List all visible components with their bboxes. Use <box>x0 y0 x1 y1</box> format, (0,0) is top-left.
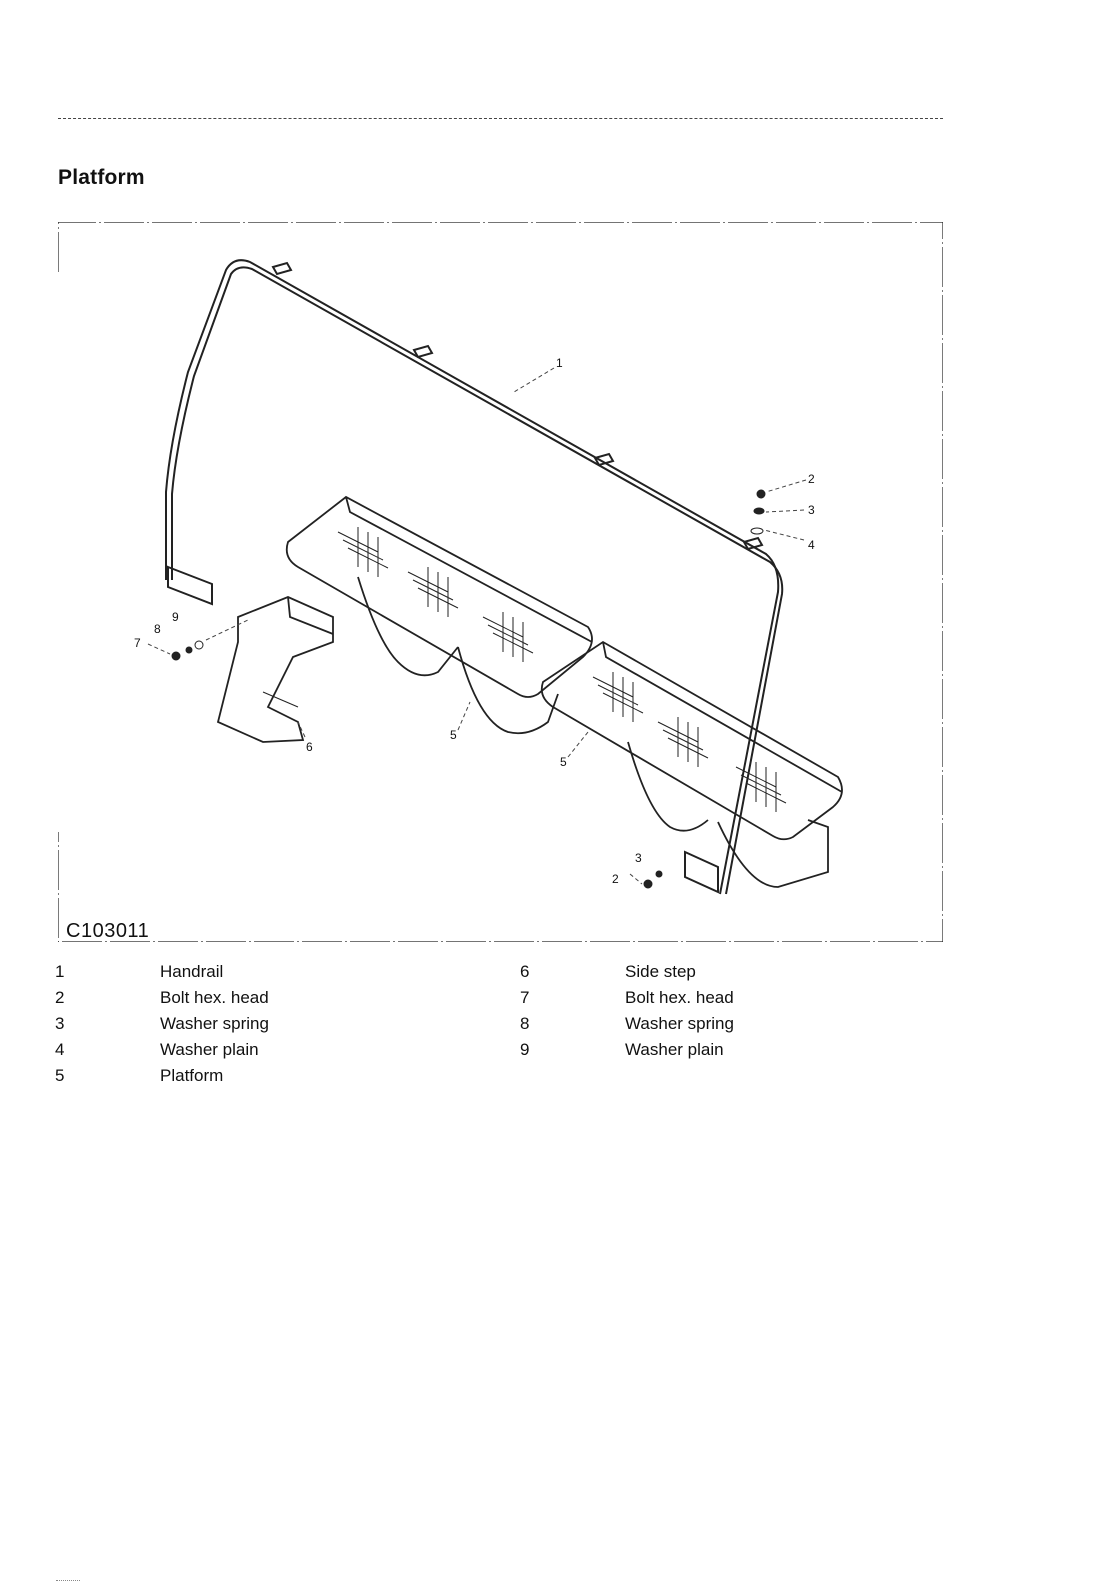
callout-2: 2 <box>808 472 815 486</box>
callout-4: 4 <box>808 538 815 552</box>
part-number: 4 <box>55 1040 65 1059</box>
part-number: 7 <box>520 988 530 1007</box>
part-description: Handrail <box>160 962 224 981</box>
part-number: 3 <box>55 1014 65 1033</box>
part-number: 6 <box>520 962 530 981</box>
platform-drawing-1 <box>285 495 593 735</box>
callout-5-left: 5 <box>450 728 457 742</box>
part-description: Washer spring <box>160 1014 269 1033</box>
part-number: 9 <box>520 1040 530 1059</box>
part-number: 1 <box>55 962 65 981</box>
top-divider <box>58 118 943 119</box>
callout-3-bottom: 3 <box>635 851 642 865</box>
handrail-drawing <box>165 259 784 895</box>
part-description: Bolt hex. head <box>625 988 734 1007</box>
side-step-drawing <box>216 596 334 743</box>
part-description: Washer plain <box>625 1040 724 1059</box>
part-number: 5 <box>55 1066 65 1085</box>
part-description: Washer plain <box>160 1040 259 1059</box>
exploded-parts-diagram: 1 2 3 4 5 5 6 7 8 9 3 2 <box>58 222 943 942</box>
part-description: Platform <box>160 1066 224 1085</box>
part-number: 2 <box>55 988 65 1007</box>
callout-2-bottom: 2 <box>612 872 619 886</box>
diagram-drawing <box>58 222 943 942</box>
hardware-drawing <box>171 489 766 889</box>
callout-6: 6 <box>306 740 313 754</box>
platform-drawing-2 <box>540 640 843 888</box>
leader-lines <box>147 367 807 885</box>
frame-border <box>58 222 943 942</box>
page-title: Platform <box>58 166 145 189</box>
callout-7: 7 <box>134 636 141 650</box>
callout-1: 1 <box>556 356 563 370</box>
callout-5-right: 5 <box>560 755 567 769</box>
part-description: Side step <box>625 962 696 981</box>
part-description: Bolt hex. head <box>160 988 269 1007</box>
figure-code: C103011 <box>66 920 150 942</box>
part-number: 8 <box>520 1014 530 1033</box>
callout-9: 9 <box>172 610 179 624</box>
callout-8: 8 <box>154 622 161 636</box>
footer-mark <box>56 1580 80 1581</box>
part-description: Washer spring <box>625 1014 734 1033</box>
callout-3: 3 <box>808 503 815 517</box>
